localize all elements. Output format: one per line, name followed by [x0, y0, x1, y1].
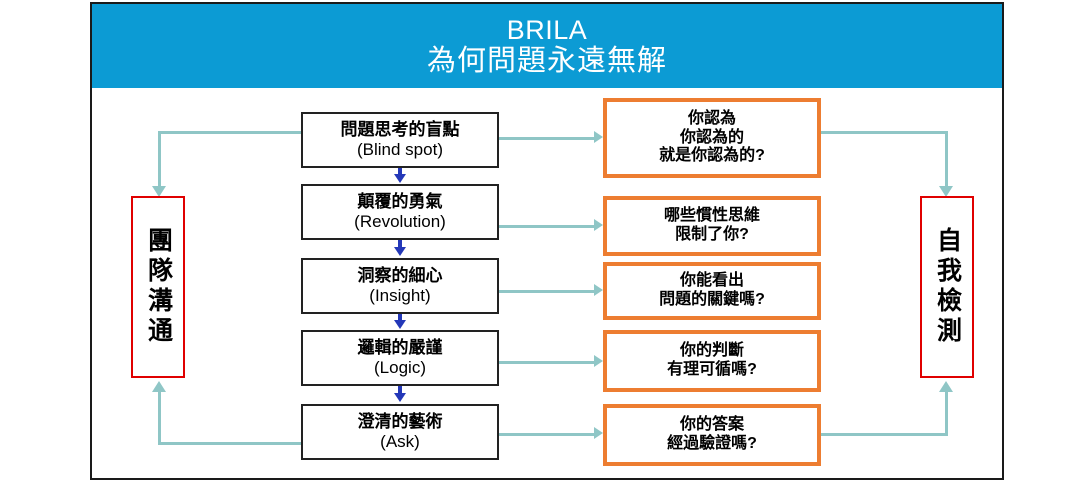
connector-stage1-to-question1 [499, 137, 594, 140]
flow-arrowhead-4 [394, 393, 406, 402]
connector-arrowhead [594, 427, 603, 439]
connector-question1-to-right-panel-h [821, 131, 948, 134]
question-box-5[interactable]: 你的答案 經過驗證嗎? [603, 404, 821, 466]
flow-arrowhead-3 [394, 320, 406, 329]
question-box-3[interactable]: 你能看出 問題的關鍵嗎? [603, 262, 821, 320]
flow-connector-4 [398, 386, 402, 395]
stage-label-zh: 洞察的細心 [357, 266, 443, 286]
question-box-1[interactable]: 你認為 你認為的 就是你認為的? [603, 98, 821, 178]
stage-label-en: (Logic) [374, 358, 426, 377]
connector-question1-to-right-panel-v [945, 131, 948, 188]
connector-stage4-to-question4 [499, 361, 594, 364]
connector-arrowhead [594, 131, 603, 143]
flow-arrowhead-2 [394, 247, 406, 256]
question-line: 你的判斷 [679, 342, 744, 360]
stage-label-en: (Revolution) [354, 212, 446, 231]
question-line: 你認為 [687, 110, 736, 128]
question-line: 你能看出 [679, 272, 744, 290]
connector-stage1-to-left-panel-h [158, 131, 303, 134]
question-line: 你的答案 [679, 416, 744, 434]
stage-box-revolution[interactable]: 顛覆的勇氣 (Revolution) [301, 184, 499, 240]
connector-arrowhead [939, 381, 953, 392]
connector-stage2-to-question2 [499, 225, 594, 228]
connector-stage5-to-question5 [499, 433, 594, 436]
stage-label-zh: 問題思考的盲點 [340, 120, 460, 140]
stage-label-zh: 澄清的藝術 [357, 412, 443, 432]
flow-connector-2 [398, 240, 402, 249]
left-panel-label: 團隊溝通 [144, 227, 173, 347]
connector-arrowhead [152, 381, 166, 392]
question-line: 經過驗證嗎? [667, 435, 757, 452]
connector-stage3-to-question3 [499, 290, 594, 293]
connector-arrowhead [594, 355, 603, 367]
stage-label-zh: 邏輯的嚴謹 [357, 338, 443, 358]
question-line: 問題的關鍵嗎? [659, 291, 765, 308]
flow-connector-1 [398, 168, 402, 176]
question-line: 限制了你? [675, 226, 749, 243]
question-box-2[interactable]: 哪些慣性思維 限制了你? [603, 196, 821, 256]
stage-label-zh: 顛覆的勇氣 [357, 192, 443, 212]
flow-arrowhead-1 [394, 174, 406, 183]
connector-arrowhead [939, 186, 953, 197]
question-line: 你認為的 [679, 128, 744, 146]
page-title-zh: 為何問題永遠無解 [426, 44, 667, 77]
stage-label-en: (Blind spot) [357, 140, 443, 159]
connector-stage5-to-left-panel-v [158, 390, 161, 445]
page-title-en: BRILA [506, 14, 588, 45]
stage-box-ask[interactable]: 澄清的藝術 (Ask) [301, 404, 499, 460]
question-line: 有理可循嗎? [667, 361, 757, 378]
stage-label-en: (Insight) [369, 286, 431, 305]
stage-box-logic[interactable]: 邏輯的嚴謹 (Logic) [301, 330, 499, 386]
connector-stage1-to-left-panel-v [158, 131, 161, 188]
connector-question5-to-right-panel-h [821, 433, 948, 436]
right-panel-label: 自我檢測 [933, 227, 962, 347]
connector-arrowhead [594, 219, 603, 231]
stage-label-en: (Ask) [380, 432, 420, 451]
header-band: BRILA 為何問題永遠無解 [92, 4, 1002, 88]
stage-box-blind-spot[interactable]: 問題思考的盲點 (Blind spot) [301, 112, 499, 168]
question-line: 就是你認為的? [659, 147, 765, 165]
question-box-4[interactable]: 你的判斷 有理可循嗎? [603, 330, 821, 392]
flow-connector-3 [398, 314, 402, 322]
question-line: 哪些慣性思維 [663, 207, 760, 225]
connector-arrowhead [152, 186, 166, 197]
connector-question5-to-right-panel-v [945, 390, 948, 436]
left-panel-team-communication[interactable]: 團隊溝通 [131, 196, 185, 378]
connector-arrowhead [594, 284, 603, 296]
right-panel-self-check[interactable]: 自我檢測 [920, 196, 974, 378]
stage-box-insight[interactable]: 洞察的細心 (Insight) [301, 258, 499, 314]
connector-stage5-to-left-panel-h [158, 442, 303, 445]
